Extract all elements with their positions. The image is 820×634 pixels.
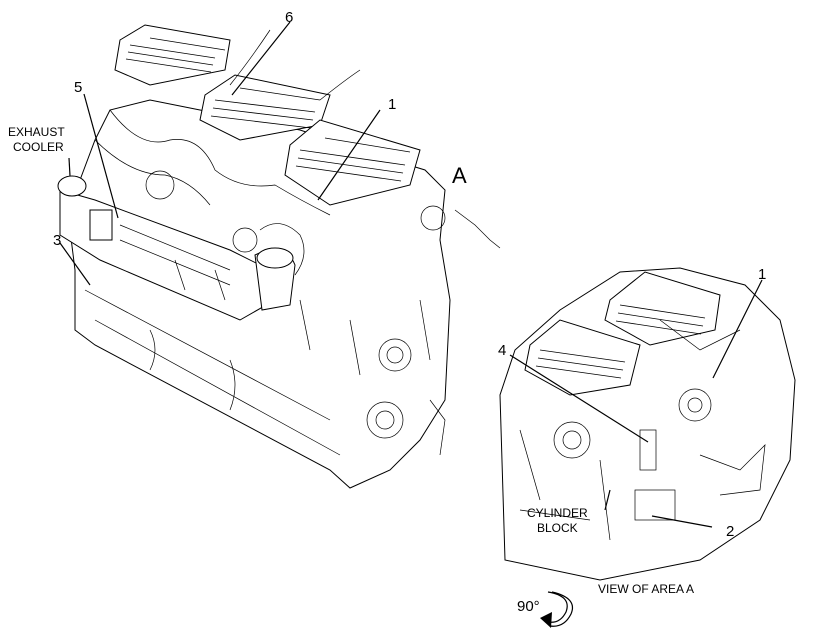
callout-4: 4 [498,342,506,359]
view-of-area-a-caption: VIEW OF AREA A [598,582,694,596]
callout-3: 3 [53,232,61,249]
exhaust-cooler-label-line2: COOLER [13,140,64,154]
callout-5: 5 [74,79,82,96]
rotation-label: 90° [517,598,540,615]
cylinder-block-label-line2: BLOCK [537,521,578,535]
inset-view-area-a [499,267,796,581]
callout-2: 2 [726,523,734,540]
callout-1-main: 1 [388,96,396,113]
main-engine-illustration [57,24,501,489]
exhaust-cooler-label-line1: EXHAUST [8,125,65,139]
callout-leaders [59,21,763,528]
rotate-arrow-icon [540,591,574,628]
callout-6: 6 [285,9,293,26]
inset-rocker-covers [524,271,721,396]
exhaust-cooler-part [57,175,296,321]
callout-1-inset: 1 [758,266,766,283]
rocker-covers [114,24,421,206]
area-a-marker: A [452,163,467,188]
cylinder-block-label-line1: CYLINDER [527,506,588,520]
